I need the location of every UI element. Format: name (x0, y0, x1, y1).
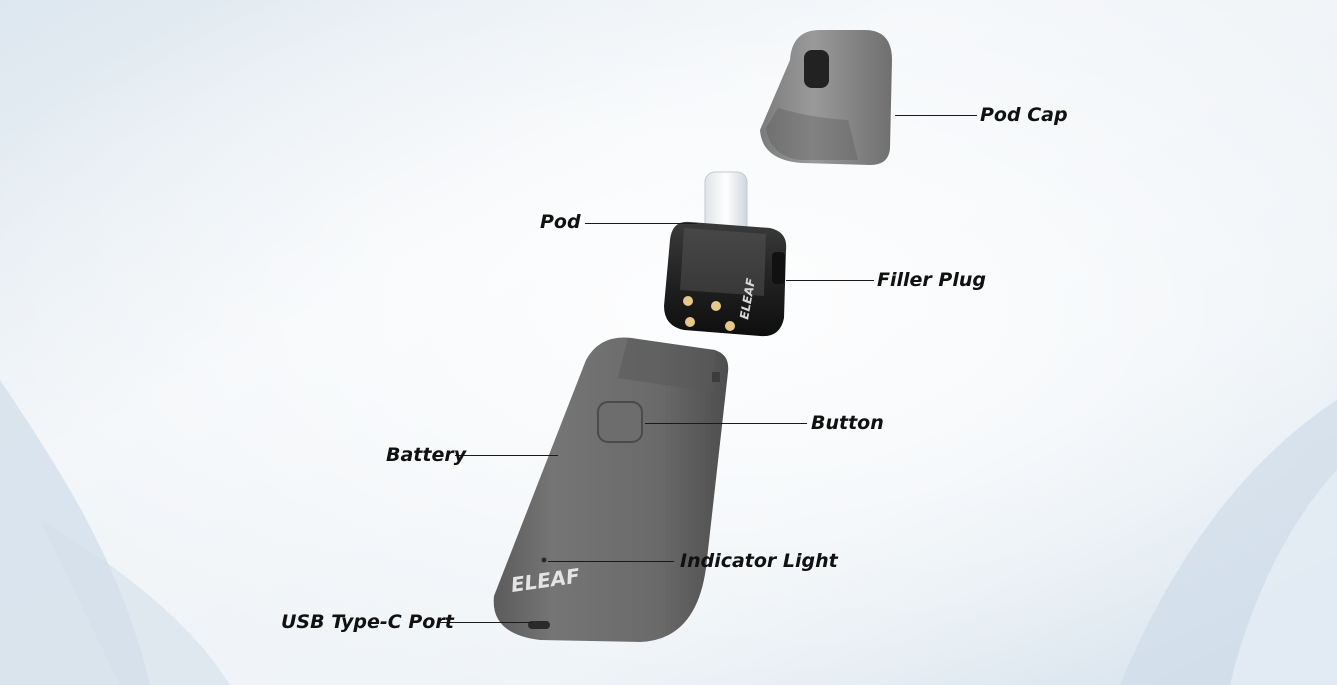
filler-plug-leader (786, 280, 874, 281)
indicator-light-dot (541, 557, 547, 563)
pod-contact (725, 321, 735, 331)
pod-filler-plug (772, 252, 785, 284)
indicator-light-leader (548, 561, 674, 562)
battery-body: ELEAF (493, 337, 729, 642)
usb-port[interactable] (528, 621, 550, 629)
pod-leader (585, 223, 697, 224)
label-button: Button (811, 412, 884, 434)
label-filler-plug: Filler Plug (877, 269, 986, 291)
pod-tank (664, 221, 787, 337)
fire-button[interactable] (597, 401, 643, 443)
label-indicator-light: Indicator Light (680, 550, 838, 572)
pod: ELEAF (664, 171, 787, 337)
pod-cap-mouthpiece-hole (804, 50, 829, 88)
pod-contact (683, 296, 693, 306)
label-pod: Pod (540, 211, 581, 233)
background-feather-right-2 (1230, 470, 1337, 685)
battery-leader (455, 455, 558, 456)
pod-cap (760, 30, 892, 165)
usb-port-leader (440, 622, 532, 623)
button-leader (645, 423, 807, 424)
label-usb-port: USB Type-C Port (281, 611, 454, 633)
pod-contact (685, 317, 695, 327)
label-battery: Battery (386, 444, 467, 466)
label-pod-cap: Pod Cap (980, 104, 1068, 126)
background-feather-left-2 (40, 520, 230, 685)
pod-contact (711, 301, 721, 311)
pod-cap-leader (895, 115, 977, 116)
